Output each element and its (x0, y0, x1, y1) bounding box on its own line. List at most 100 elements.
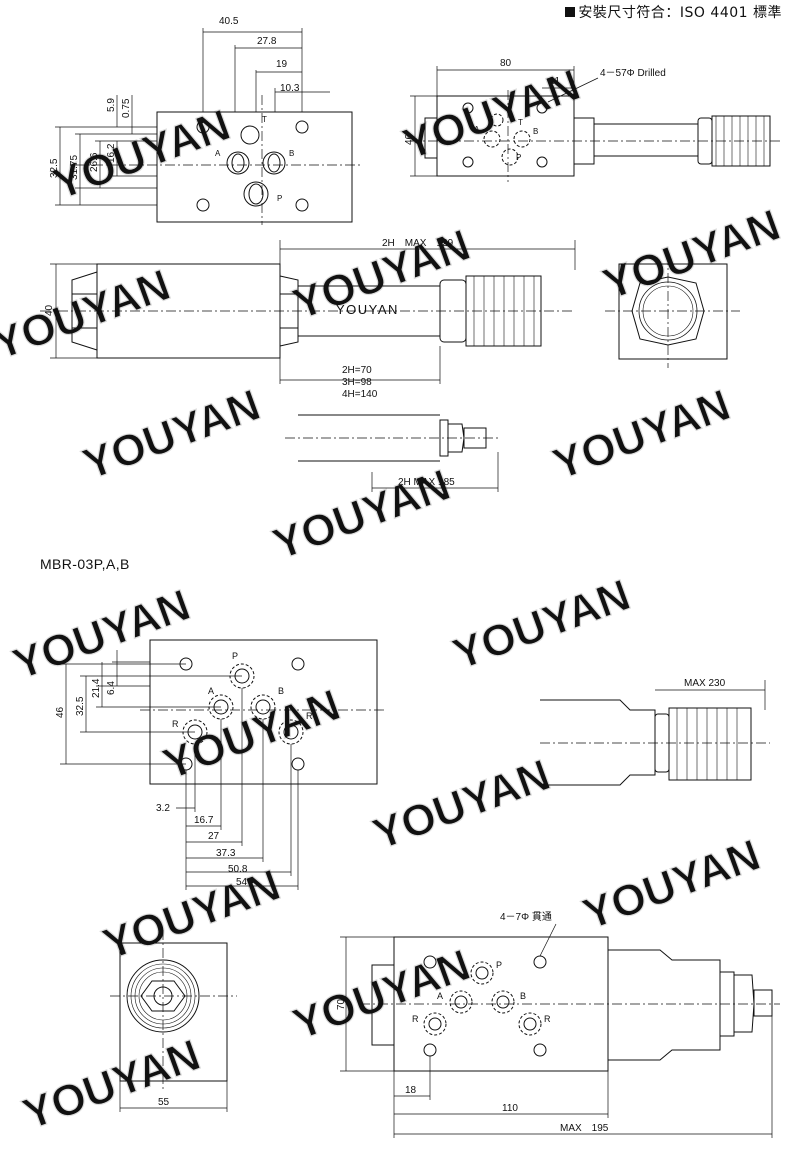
port-r-right (518, 1012, 542, 1036)
port-b-bore (255, 699, 271, 715)
port-t-label: T (262, 115, 267, 124)
dim-40-5: 40.5 (219, 16, 239, 27)
dim-70: 70 (336, 998, 347, 1010)
port-t-label: T (518, 118, 523, 127)
port-b-bore (496, 995, 510, 1009)
mounting-hole (423, 1043, 437, 1057)
port-a (226, 151, 250, 175)
port-p-label: P (232, 651, 238, 661)
front-view-labels: 40 2H MAX 129 YOUYAN 2H=70 3H=98 4H=140 (44, 238, 454, 400)
port-r-left-bore (428, 1017, 442, 1031)
max-230: MAX 230 (684, 678, 726, 689)
mounting-hole (291, 757, 305, 771)
port-p-label: P (277, 194, 282, 203)
port-b (250, 694, 276, 720)
watermark-text: YOUYAN (17, 1030, 207, 1139)
mounting-hole (295, 198, 309, 212)
mbr-plan-view-labels: 4－7Φ 貫通 70 18 110 MAX 195 P A B R R (336, 911, 609, 1134)
port-r-right-label: R (544, 1014, 551, 1024)
port-b (513, 130, 531, 148)
mounting-hole (196, 198, 210, 212)
len-3h: 3H=98 (342, 377, 372, 388)
dim-16-7: 16.7 (194, 815, 214, 826)
port-r-left-label: R (412, 1014, 419, 1024)
end-cap (371, 964, 395, 1046)
watermark-text: YOUYAN (157, 680, 347, 789)
top-port-plan-labels: 40.5 27.8 19 10.3 32.5 31.75 26.6 16.2 5… (49, 16, 300, 203)
adjust-screw (753, 989, 773, 1017)
port-a-bore (231, 153, 245, 173)
max-129: 2H MAX 129 (382, 238, 454, 249)
watermark-text: YOUYAN (97, 860, 287, 969)
port-a (449, 990, 473, 1014)
top-right-view (410, 66, 780, 182)
mounting-hole (462, 102, 474, 114)
end-view-top (605, 255, 740, 368)
dim-37-3: 37.3 (216, 848, 236, 859)
dim-27-8: 27.8 (257, 36, 277, 47)
port-r-right (278, 719, 304, 745)
port-t (240, 125, 260, 145)
port-b-label: B (520, 991, 526, 1001)
max-195: MAX 195 (560, 1123, 609, 1134)
adjuster-knob (668, 707, 752, 781)
watermark-layer: YOUYAN YOUYAN YOUYAN YOUYAN YOUYAN YOUYA… (0, 60, 787, 1140)
subplate-outline (156, 111, 353, 223)
watermark-text: YOUYAN (47, 100, 237, 209)
dim-3-2: 3.2 (156, 803, 170, 814)
len-2h: 2H=70 (342, 365, 372, 376)
lock-nut (733, 974, 755, 1033)
mounting-hole (533, 955, 547, 969)
dim-16-2: 16.2 (106, 143, 117, 163)
mbr-plate-outline (149, 639, 378, 785)
standard-header: 安裝尺寸符合：ISO 4401 標準 (565, 2, 782, 22)
dim-27: 27 (208, 831, 220, 842)
lower-partial-view (285, 414, 500, 492)
brand-label: YOUYAN (336, 302, 399, 317)
mbr-port-plan-labels: 46 32.5 21.4 6.4 3.2 16.7 27 37.3 50.8 5… (55, 651, 313, 888)
dim-21-4: 21.4 (91, 678, 102, 698)
watermark-text: YOUYAN (597, 200, 787, 309)
max-185: 2H MAX 185 (398, 477, 455, 488)
port-b-label: B (289, 149, 294, 158)
mbr-end-outline (119, 942, 228, 1082)
knob-face (638, 281, 698, 341)
dim-10-3: 10.3 (280, 83, 300, 94)
dim-32-5: 32.5 (49, 158, 60, 178)
dim-110: 110 (502, 1103, 518, 1114)
watermark-text: YOUYAN (577, 830, 767, 939)
port-b-label: B (533, 127, 538, 136)
port-a-bore (454, 995, 468, 1009)
port-a-label: A (208, 686, 214, 696)
dim-46: 46 (404, 133, 415, 145)
model-label: MBR-03P,A,B (40, 556, 130, 572)
watermark-text: YOUYAN (77, 380, 267, 489)
port-b (491, 990, 515, 1014)
watermark-text: YOUYAN (287, 940, 477, 1049)
dim-18: 18 (405, 1085, 417, 1096)
hex-nut (140, 980, 186, 1012)
dim-0-75: 0.75 (121, 98, 132, 118)
port-p-label: P (496, 960, 502, 970)
lock-nut (447, 423, 465, 453)
mbr-port-plan (60, 639, 385, 890)
port-a (483, 130, 501, 148)
knob-ridge (134, 967, 192, 1025)
watermark-text: YOUYAN (367, 750, 557, 859)
dim-54: 54 (236, 877, 248, 888)
adjust-screw (463, 427, 487, 449)
mbr-body-partial (540, 699, 656, 786)
dim-5-9: 5.9 (106, 98, 117, 112)
mounting-hole (536, 102, 548, 114)
dim-26-6: 26.6 (89, 152, 100, 172)
watermark-text: YOUYAN (447, 570, 637, 679)
knob-ridge (138, 971, 188, 1021)
square-bullet-icon (565, 7, 576, 17)
knob-knurl (631, 276, 705, 346)
end-view-outline (618, 263, 728, 360)
mounting-hole (295, 120, 309, 134)
front-view (40, 240, 576, 384)
port-r-left-label: R (172, 719, 179, 729)
port-p-bore (248, 183, 264, 205)
